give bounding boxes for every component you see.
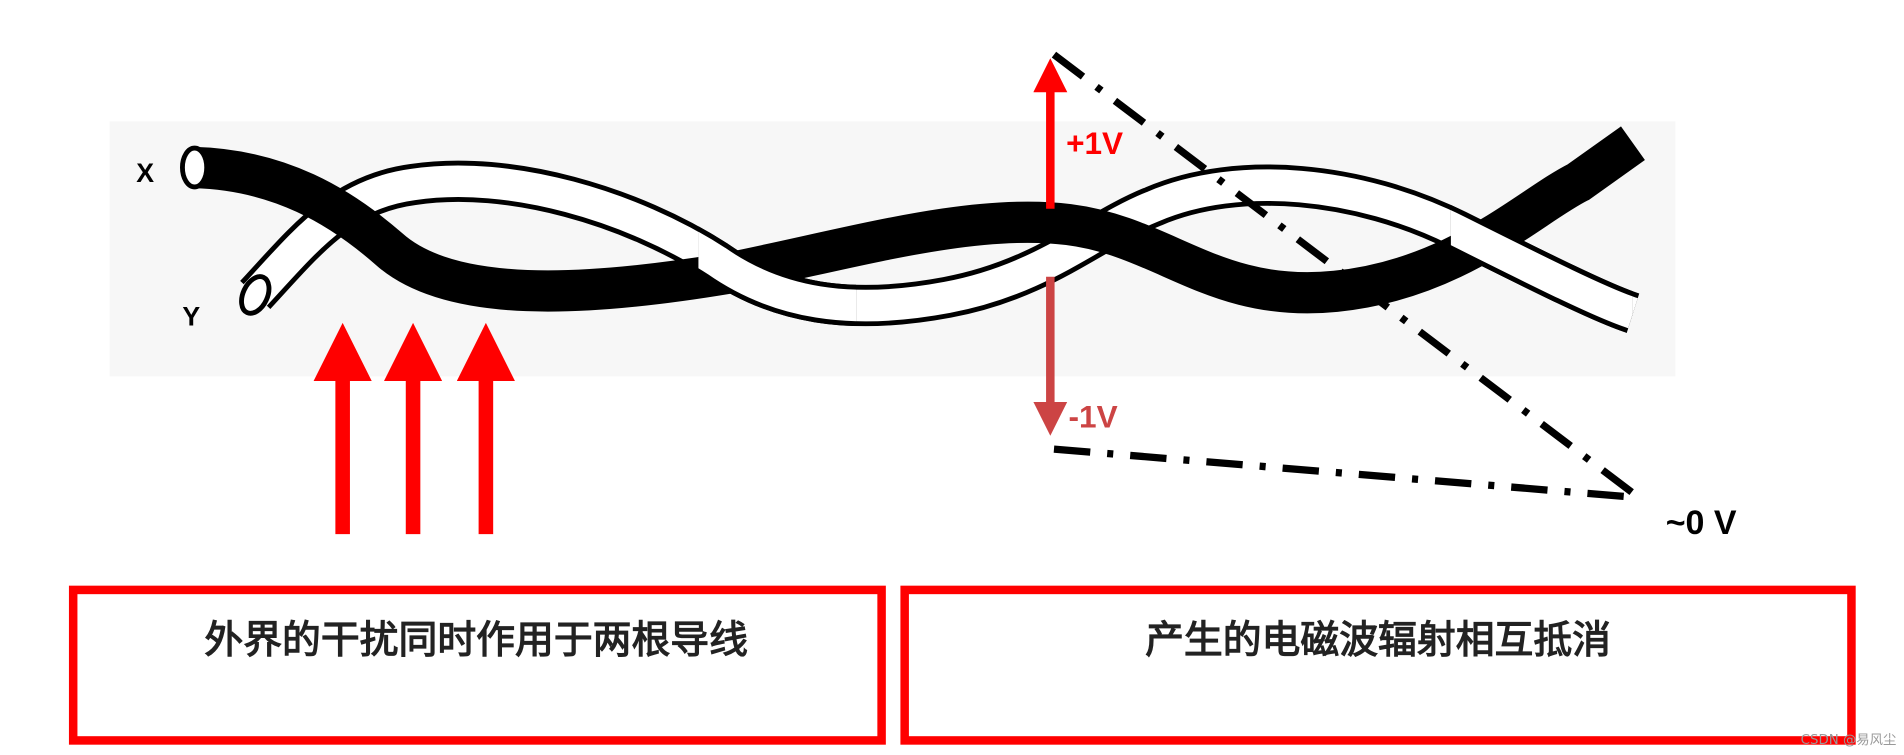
wire-x [180, 126, 1645, 314]
wire-x-label: X [136, 158, 154, 188]
left-caption-text: 外界的干扰同时作用于两根导线 [204, 618, 748, 663]
watermark: CSDN @易风尘 [1801, 732, 1897, 748]
left-caption-box [68, 585, 886, 745]
wire-y [239, 160, 1640, 333]
dash-dot-line-lower [1053, 445, 1640, 502]
right-caption-text: 产生的电磁波辐射相互抵消 [1145, 618, 1611, 663]
net-voltage-label: ~0 V [1666, 504, 1737, 542]
minus-voltage-label: -1V [1069, 398, 1118, 434]
wire-y-label: Y [182, 301, 200, 331]
interference-arrows [313, 322, 516, 535]
plus-voltage-label: +1V [1066, 125, 1123, 161]
right-caption-box [900, 585, 1856, 745]
